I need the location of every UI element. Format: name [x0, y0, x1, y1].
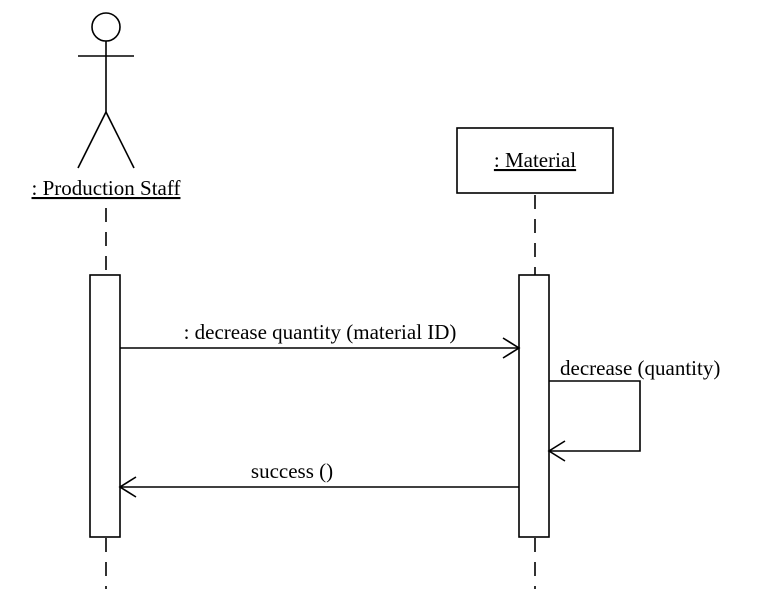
activation-bar-material	[518, 274, 550, 538]
arrowhead-success	[118, 476, 137, 498]
actor-label-production-staff: : Production Staff	[32, 176, 181, 200]
actor-production-staff	[77, 12, 135, 169]
activation-bar-staff	[89, 274, 121, 538]
actor-head	[91, 12, 121, 42]
message-label-decrease: decrease (quantity)	[560, 356, 720, 380]
arrowhead-decrease-quantity	[502, 337, 521, 359]
arrowhead-decrease-self	[547, 440, 566, 462]
message-label-success: success ()	[251, 459, 333, 483]
message-label-decrease-quantity: : decrease quantity (material ID)	[184, 320, 457, 344]
message-arrow-decrease-self	[549, 380, 641, 452]
object-label-material: : Material	[494, 148, 576, 172]
actor-right-leg	[105, 111, 135, 169]
object-box-material	[456, 127, 614, 194]
actor-left-leg	[77, 111, 107, 169]
